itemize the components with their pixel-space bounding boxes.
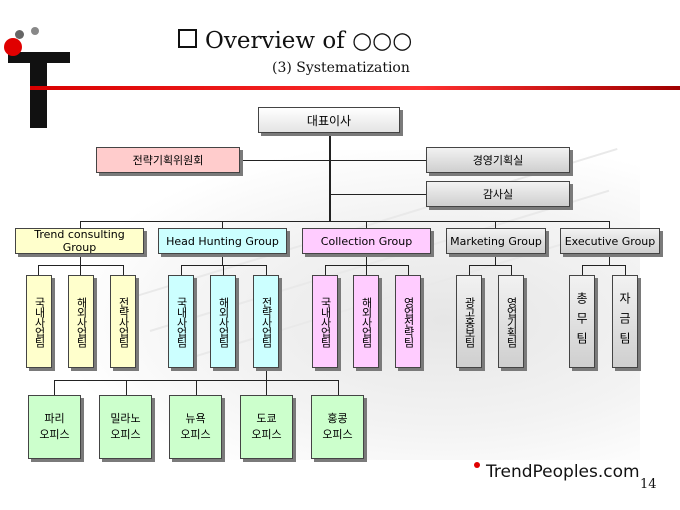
title-divider-bar bbox=[30, 86, 680, 90]
connector-line bbox=[196, 380, 197, 395]
team-box: 총무팀 bbox=[569, 275, 595, 368]
slide-title: Overview of ○○○ bbox=[178, 28, 412, 54]
connector-line bbox=[80, 265, 81, 275]
connector-line bbox=[366, 254, 367, 265]
office-city: 뉴욕 bbox=[185, 412, 206, 425]
group-trend-consulting: Trend consulting Group bbox=[15, 228, 144, 254]
connector-line bbox=[625, 265, 626, 275]
checkbox-bullet-icon bbox=[178, 29, 197, 48]
office-hongkong: 홍콩 오피스 bbox=[311, 395, 364, 459]
team-box: 영업기획팀 bbox=[498, 275, 524, 368]
connector-line bbox=[181, 265, 182, 275]
connector-line bbox=[330, 194, 426, 195]
connector-line bbox=[223, 265, 224, 275]
connector-line bbox=[338, 380, 339, 395]
office-label: 오피스 bbox=[39, 428, 70, 441]
slide-subtitle: (3) Systematization bbox=[272, 60, 410, 76]
logo-dot bbox=[15, 30, 24, 39]
team-box: 자금팀 bbox=[612, 275, 638, 368]
page-number: 14 bbox=[640, 477, 657, 492]
connector-line bbox=[366, 221, 367, 228]
connector-line bbox=[126, 380, 127, 395]
brand-name: TrendPeoples.com bbox=[486, 462, 640, 482]
connector-line bbox=[222, 254, 223, 265]
office-newyork: 뉴욕 오피스 bbox=[169, 395, 222, 459]
connector-line bbox=[495, 254, 496, 265]
group-executive: Executive Group bbox=[560, 228, 660, 254]
group-collection: Collection Group bbox=[302, 228, 431, 254]
connector-line bbox=[222, 221, 223, 228]
group-head-hunting: Head Hunting Group bbox=[158, 228, 287, 254]
connector-line bbox=[325, 265, 409, 266]
connector-line bbox=[329, 133, 331, 222]
connector-line bbox=[181, 265, 267, 266]
connector-line bbox=[582, 265, 583, 275]
connector-line bbox=[80, 254, 81, 265]
brand-logo-dot bbox=[474, 462, 480, 468]
logo-dot bbox=[31, 27, 39, 35]
connector-line bbox=[511, 265, 512, 275]
office-city: 파리 bbox=[44, 412, 65, 425]
connector-line bbox=[266, 265, 267, 275]
office-label: 오피스 bbox=[251, 428, 282, 441]
connector-line bbox=[582, 265, 626, 266]
team-box: 영업전략팀 bbox=[395, 275, 421, 368]
connector-line bbox=[469, 265, 512, 266]
office-label: 오피스 bbox=[322, 428, 353, 441]
team-box: 전략사업팀 bbox=[253, 275, 279, 368]
team-box: 국내사업팀 bbox=[168, 275, 194, 368]
ceo-box: 대표이사 bbox=[258, 107, 400, 133]
logo-t-stem bbox=[30, 52, 47, 128]
connector-line bbox=[123, 265, 124, 275]
connector-line bbox=[54, 380, 55, 395]
team-box: 해외사업팀 bbox=[210, 275, 236, 368]
connector-line bbox=[609, 221, 610, 228]
connector-line bbox=[469, 265, 470, 275]
connector-line bbox=[80, 221, 81, 228]
team-box: 해외사업팀 bbox=[68, 275, 94, 368]
group-marketing: Marketing Group bbox=[446, 228, 546, 254]
office-city: 밀라노 bbox=[110, 412, 141, 425]
office-label: 오피스 bbox=[110, 428, 141, 441]
team-box: 국내사업팀 bbox=[26, 275, 52, 368]
logo-red-dot bbox=[4, 38, 22, 56]
team-box: 광고홍보팀 bbox=[456, 275, 482, 368]
team-box: 해외사업팀 bbox=[353, 275, 379, 368]
connector-line bbox=[38, 265, 39, 275]
strategy-committee-box: 전략기획위원회 bbox=[96, 147, 240, 173]
connector-line bbox=[80, 221, 610, 222]
connector-line bbox=[495, 221, 496, 228]
team-box: 국내사업팀 bbox=[312, 275, 338, 368]
office-city: 홍콩 bbox=[327, 412, 348, 425]
connector-line bbox=[366, 265, 367, 275]
office-city: 도쿄 bbox=[256, 412, 277, 425]
office-label: 오피스 bbox=[180, 428, 211, 441]
connector-line bbox=[325, 265, 326, 275]
connector-line bbox=[38, 265, 124, 266]
office-tokyo: 도쿄 오피스 bbox=[240, 395, 293, 459]
slide-title-text: Overview of ○○○ bbox=[205, 28, 413, 54]
connector-line bbox=[266, 368, 267, 395]
management-planning-box: 경영기획실 bbox=[426, 147, 570, 173]
connector-line bbox=[240, 160, 426, 161]
audit-box: 감사실 bbox=[426, 181, 570, 207]
team-box: 전략사업팀 bbox=[110, 275, 136, 368]
connector-line bbox=[609, 254, 610, 265]
connector-line bbox=[408, 265, 409, 275]
office-paris: 파리 오피스 bbox=[28, 395, 81, 459]
office-milan: 밀라노 오피스 bbox=[99, 395, 152, 459]
